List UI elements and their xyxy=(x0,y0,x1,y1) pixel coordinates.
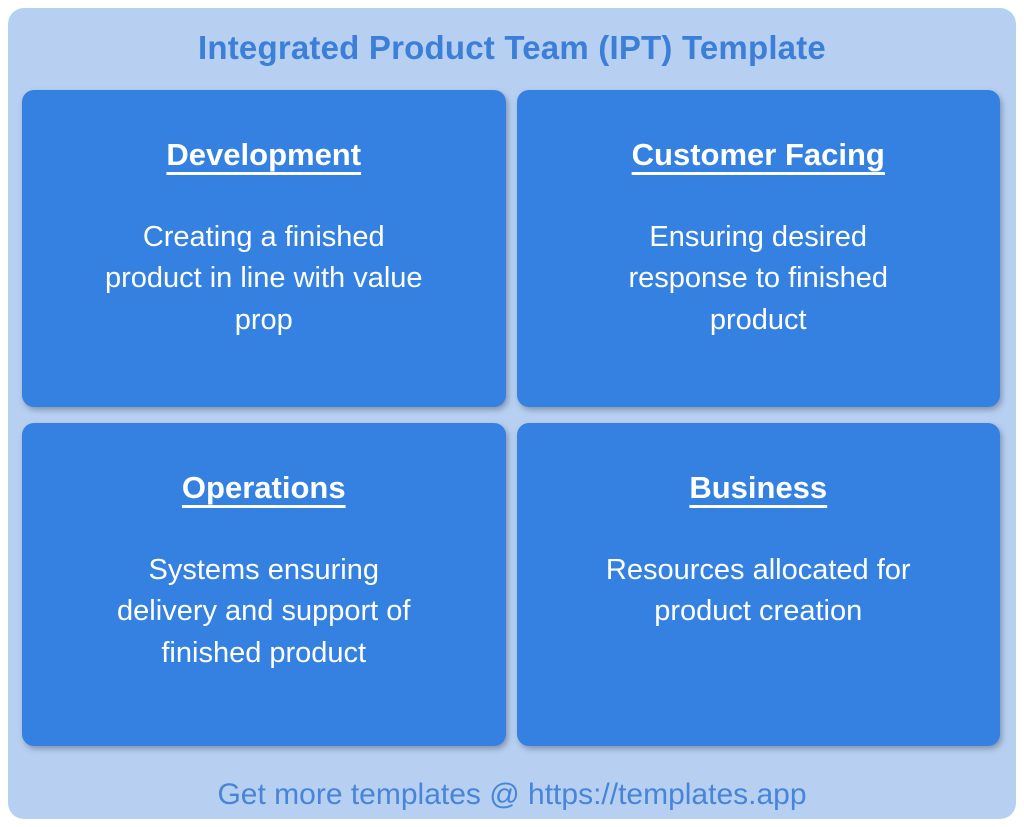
page-title: Integrated Product Team (IPT) Template xyxy=(198,29,826,66)
quadrant-heading-business: Business xyxy=(689,470,828,505)
quadrant-card-business: Business Resources allocated for product… xyxy=(516,423,1000,746)
quadrant-card-development: Development Creating a finished product … xyxy=(22,90,506,407)
quadrant-heading-operations: Operations xyxy=(181,470,346,505)
quadrant-card-customer-facing: Customer Facing Ensuring desired respons… xyxy=(516,90,1000,407)
quadrant-heading-development: Development xyxy=(166,137,362,172)
footer-note: Get more templates @ https://templates.a… xyxy=(217,778,807,811)
quadrant-body-development: Creating a finished product in line with… xyxy=(104,221,423,336)
quadrant-body-operations: Systems ensuring delivery and support of… xyxy=(117,554,411,669)
ipt-template-board: Integrated Product Team (IPT) Template D… xyxy=(8,8,1016,819)
quadrant-card-operations: Operations Systems ensuring delivery and… xyxy=(22,423,506,746)
quadrant-body-business: Resources allocated for product creation xyxy=(605,554,911,628)
quadrant-body-customer-facing: Ensuring desired response to finished pr… xyxy=(628,221,889,336)
quadrant-grid: Development Creating a finished product … xyxy=(22,90,1000,746)
quadrant-heading-customer-facing: Customer Facing xyxy=(631,137,885,172)
